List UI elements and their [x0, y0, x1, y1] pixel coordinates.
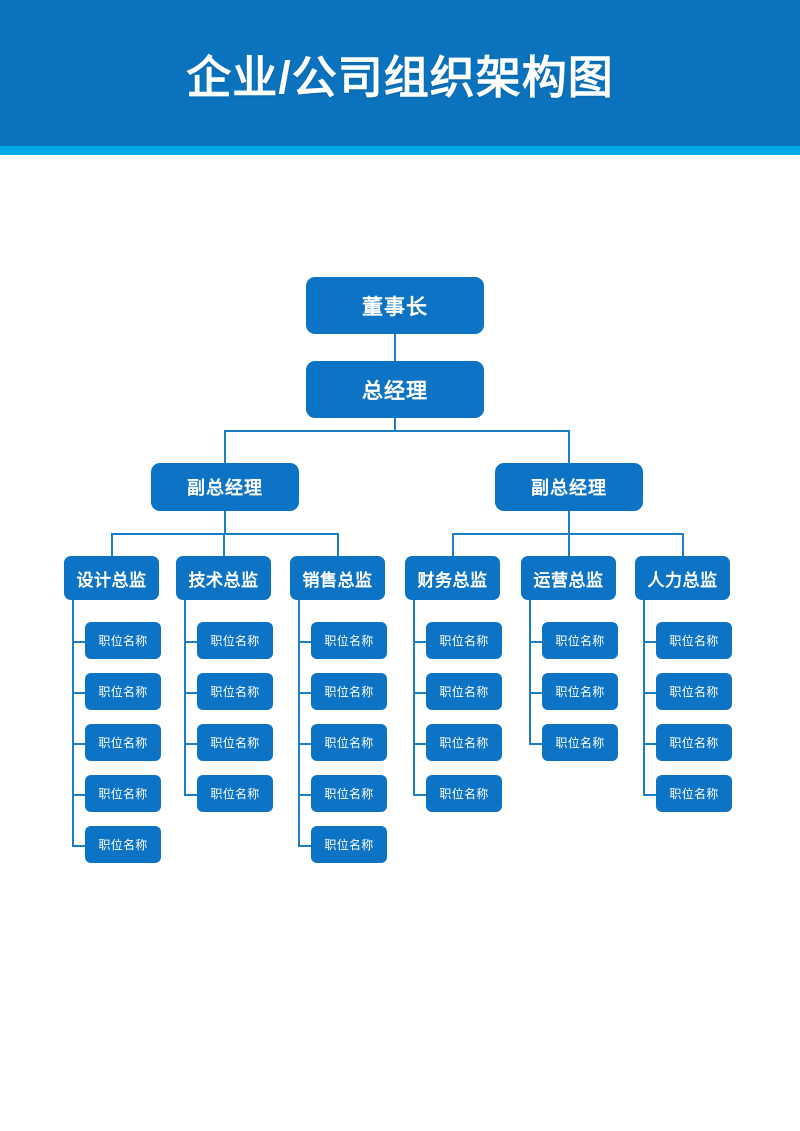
node-director-6[interactable]: 人力总监: [635, 556, 730, 600]
node-deputy-gm-2[interactable]: 副总经理: [495, 463, 643, 511]
org-chart: 董事长总经理副总经理副总经理设计总监职位名称职位名称职位名称职位名称职位名称技术…: [0, 155, 800, 1131]
connector-leaf-stub-1-5: [72, 844, 86, 847]
node-position-2-1[interactable]: 职位名称: [197, 622, 273, 659]
connector-vp-drop-2: [568, 430, 570, 463]
node-position-1-1[interactable]: 职位名称: [85, 622, 161, 659]
connector-leaf-stub-2-4: [184, 793, 198, 796]
connector-leaf-spine-3: [298, 600, 300, 845]
node-position-5-1[interactable]: 职位名称: [542, 622, 618, 659]
connector-leaf-stub-3-4: [298, 793, 312, 796]
connector-leaf-stub-6-4: [643, 793, 657, 796]
connector-director-drop-6: [681, 533, 684, 556]
node-position-4-4[interactable]: 职位名称: [426, 775, 502, 812]
connector-chairman-to-gm: [394, 334, 396, 361]
node-director-3[interactable]: 销售总监: [290, 556, 385, 600]
connector-leaf-stub-1-4: [72, 793, 86, 796]
connector-vp-bus: [224, 430, 570, 432]
connector-leaf-stub-6-1: [643, 640, 657, 643]
connector-leaf-stub-2-3: [184, 742, 198, 745]
connector-leaf-stub-4-2: [413, 691, 427, 694]
node-position-3-3[interactable]: 职位名称: [311, 724, 387, 761]
node-position-5-2[interactable]: 职位名称: [542, 673, 618, 710]
node-position-4-3[interactable]: 职位名称: [426, 724, 502, 761]
node-position-6-1[interactable]: 职位名称: [656, 622, 732, 659]
connector-gm-drop: [394, 418, 396, 430]
connector-leaf-stub-3-3: [298, 742, 312, 745]
connector-vp-drop-1: [224, 430, 226, 463]
node-director-4[interactable]: 财务总监: [405, 556, 500, 600]
node-position-3-4[interactable]: 职位名称: [311, 775, 387, 812]
connector-leaf-stub-4-1: [413, 640, 427, 643]
connector-director-bus-1: [110, 533, 339, 535]
node-position-4-1[interactable]: 职位名称: [426, 622, 502, 659]
connector-director-drop-5: [567, 533, 570, 556]
node-general-manager[interactable]: 总经理: [306, 361, 484, 418]
connector-leaf-stub-4-4: [413, 793, 427, 796]
node-position-6-2[interactable]: 职位名称: [656, 673, 732, 710]
connector-leaf-stub-6-2: [643, 691, 657, 694]
connector-director-drop-1: [110, 533, 113, 556]
node-director-5[interactable]: 运营总监: [521, 556, 616, 600]
connector-leaf-stub-6-3: [643, 742, 657, 745]
connector-leaf-spine-4: [413, 600, 415, 794]
node-position-3-1[interactable]: 职位名称: [311, 622, 387, 659]
connector-leaf-stub-5-3: [529, 742, 543, 745]
connector-leaf-stub-1-3: [72, 742, 86, 745]
connector-leaf-stub-1-2: [72, 691, 86, 694]
node-position-2-2[interactable]: 职位名称: [197, 673, 273, 710]
node-position-1-2[interactable]: 职位名称: [85, 673, 161, 710]
connector-leaf-stub-1-1: [72, 640, 86, 643]
connector-vp2-drop: [568, 511, 570, 533]
header-banner: 企业/公司组织架构图: [0, 0, 800, 146]
header-accent-strip: [0, 146, 800, 155]
connector-leaf-stub-3-2: [298, 691, 312, 694]
node-position-1-3[interactable]: 职位名称: [85, 724, 161, 761]
node-position-1-4[interactable]: 职位名称: [85, 775, 161, 812]
connector-leaf-stub-5-2: [529, 691, 543, 694]
connector-leaf-spine-5: [529, 600, 531, 743]
page-title: 企业/公司组织架构图: [186, 51, 614, 103]
connector-leaf-spine-6: [643, 600, 645, 794]
node-position-6-3[interactable]: 职位名称: [656, 724, 732, 761]
node-director-1[interactable]: 设计总监: [64, 556, 159, 600]
connector-director-drop-2: [222, 533, 225, 556]
node-chairman[interactable]: 董事长: [306, 277, 484, 334]
node-position-1-5[interactable]: 职位名称: [85, 826, 161, 863]
connector-leaf-stub-4-3: [413, 742, 427, 745]
node-position-5-3[interactable]: 职位名称: [542, 724, 618, 761]
node-position-3-2[interactable]: 职位名称: [311, 673, 387, 710]
node-director-2[interactable]: 技术总监: [176, 556, 271, 600]
node-position-2-4[interactable]: 职位名称: [197, 775, 273, 812]
connector-leaf-stub-3-5: [298, 844, 312, 847]
connector-vp1-drop: [224, 511, 226, 533]
connector-leaf-spine-2: [184, 600, 186, 794]
connector-leaf-stub-2-2: [184, 691, 198, 694]
connector-director-drop-3: [336, 533, 339, 556]
node-position-6-4[interactable]: 职位名称: [656, 775, 732, 812]
node-position-4-2[interactable]: 职位名称: [426, 673, 502, 710]
node-deputy-gm-1[interactable]: 副总经理: [151, 463, 299, 511]
connector-director-drop-4: [451, 533, 454, 556]
connector-leaf-stub-2-1: [184, 640, 198, 643]
connector-leaf-spine-1: [72, 600, 74, 845]
node-position-2-3[interactable]: 职位名称: [197, 724, 273, 761]
connector-leaf-stub-3-1: [298, 640, 312, 643]
connector-leaf-stub-5-1: [529, 640, 543, 643]
node-position-3-5[interactable]: 职位名称: [311, 826, 387, 863]
